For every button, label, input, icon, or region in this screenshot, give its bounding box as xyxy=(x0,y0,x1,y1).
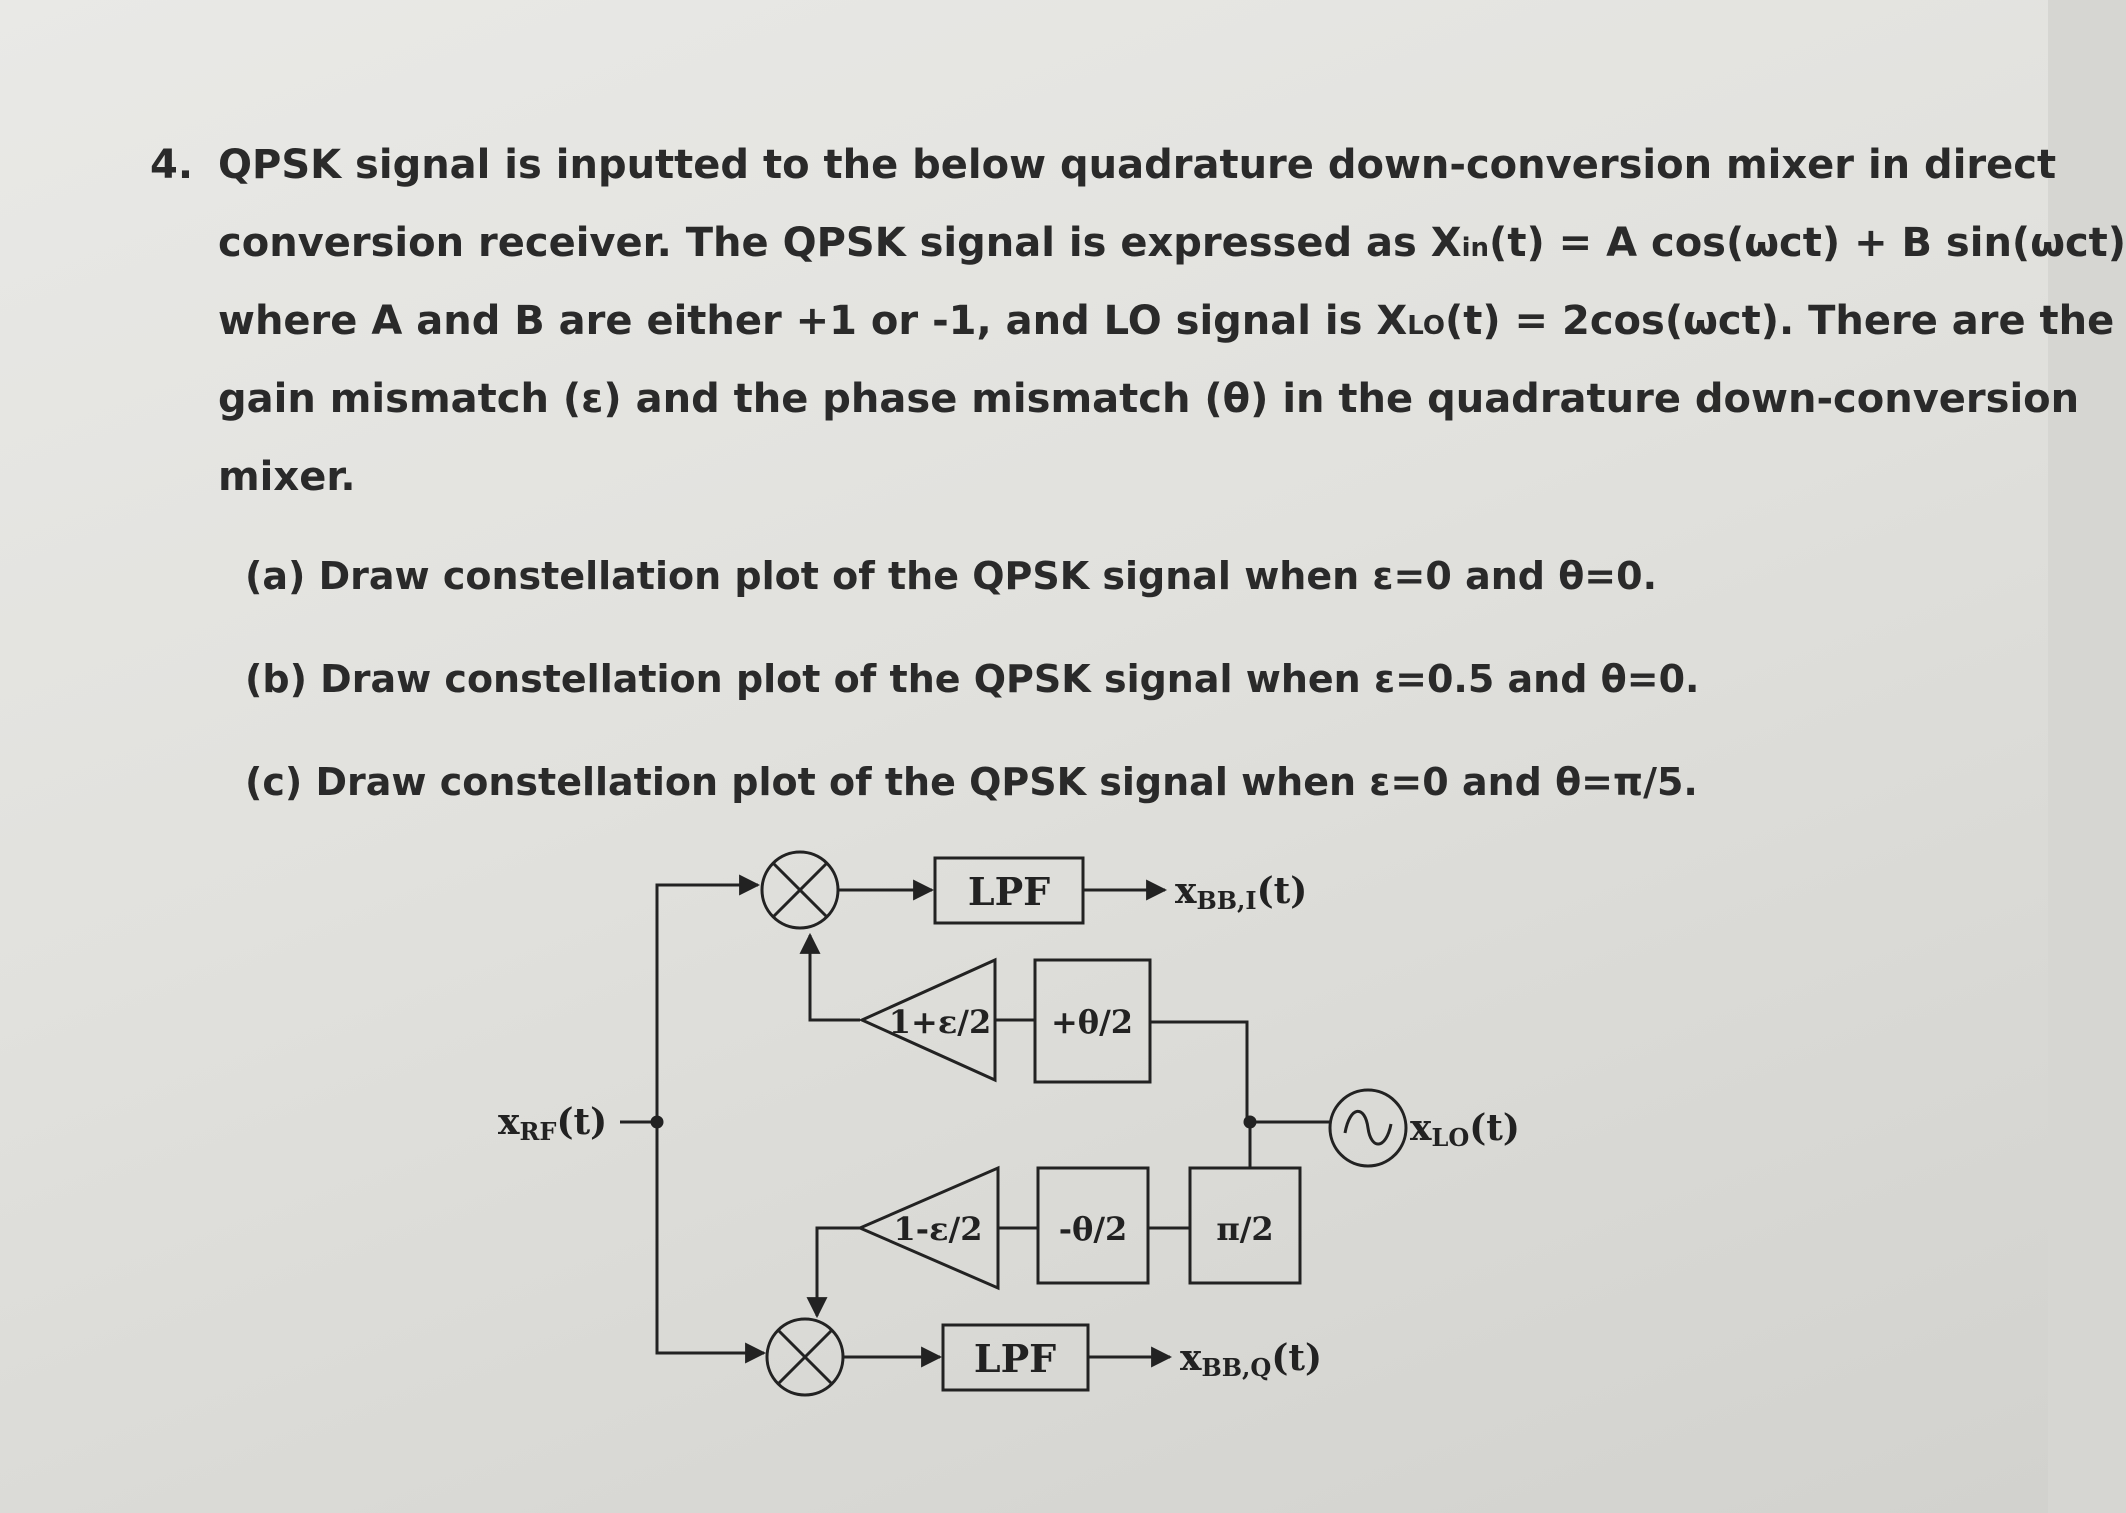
bottom-mixer-icon xyxy=(765,1317,845,1397)
xin-subscript: in xyxy=(1461,233,1490,263)
lo-to-top-phase-wire xyxy=(1150,1020,1249,1122)
problem-line-5: mixer. xyxy=(218,454,356,500)
part-b: (b) Draw constellation plot of the QPSK … xyxy=(245,657,1700,701)
gain-bottom-label: 1-ε/2 xyxy=(894,1210,983,1248)
input-label: xRF(t) xyxy=(498,1101,607,1146)
output-i-label: xBB,I(t) xyxy=(1175,870,1307,915)
problem-line-3-rest: (t) = 2cos(ωct). There are the xyxy=(1444,298,2115,344)
problem-line-3-text: where A and B are either +1 or -1, and L… xyxy=(218,298,1408,344)
problem-line-2-text: conversion receiver. The QPSK signal is … xyxy=(218,220,1462,266)
problem-line-2: conversion receiver. The QPSK signal is … xyxy=(218,220,2126,266)
part-a: (a) Draw constellation plot of the QPSK … xyxy=(245,554,1658,598)
problem-line-3: where A and B are either +1 or -1, and L… xyxy=(218,298,2114,344)
part-c: (c) Draw constellation plot of the QPSK … xyxy=(245,760,1698,804)
phase-top-label: +θ/2 xyxy=(1051,1003,1133,1041)
lo-to-top-mixer-wire xyxy=(799,932,860,1022)
input-to-top-mixer-wire xyxy=(655,874,761,1122)
mixer-block-diagram: LPF LPF xBB,I(t) xBB,Q(t) xRF(t) xLO(t) … xyxy=(498,850,1520,1397)
lpf-top-label: LPF xyxy=(968,869,1050,914)
xlo-subscript: LO xyxy=(1407,311,1445,341)
problem-line-1: QPSK signal is inputted to the below qua… xyxy=(218,142,2057,188)
gain-bottom-to-mixer-wire xyxy=(806,1226,860,1319)
output-q-label: xBB,Q(t) xyxy=(1180,1337,1322,1382)
problem-line-2-rest: (t) = A cos(ωct) + B sin(ωct) xyxy=(1489,220,2126,266)
shift-label: π/2 xyxy=(1216,1210,1273,1248)
problem-line-4: gain mismatch (ε) and the phase mismatch… xyxy=(218,376,2080,422)
input-to-bottom-mixer-wire xyxy=(655,1122,767,1364)
top-mixer-icon xyxy=(760,850,840,930)
lo-label: xLO(t) xyxy=(1410,1107,1520,1152)
phase-bottom-label: -θ/2 xyxy=(1059,1210,1128,1248)
phase-bottom-box xyxy=(1036,1166,1150,1285)
shift-box xyxy=(1188,1166,1302,1285)
gain-top-label: 1+ε/2 xyxy=(889,1003,991,1041)
lpf-bottom-label: LPF xyxy=(974,1336,1056,1381)
lo-source-icon xyxy=(1328,1088,1408,1168)
gain-bottom-triangle xyxy=(856,1165,1000,1291)
problem-number: 4. xyxy=(150,142,194,188)
